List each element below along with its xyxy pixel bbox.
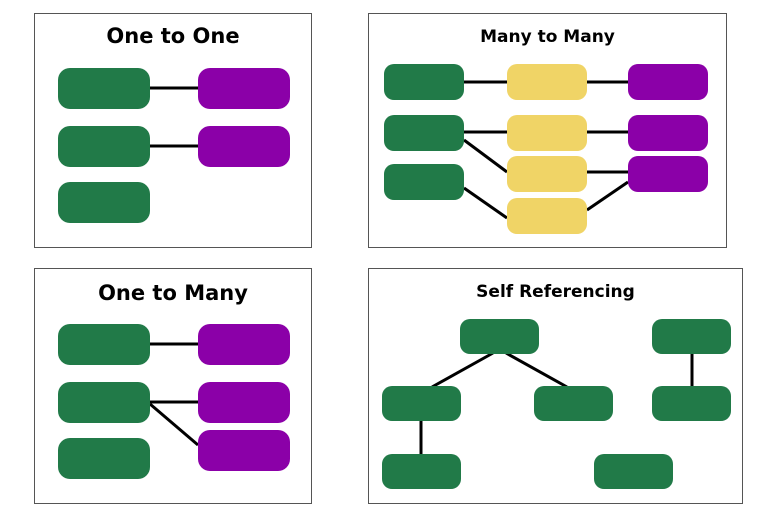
entity-box-b xyxy=(198,126,290,167)
entity-box-a xyxy=(652,386,731,421)
entity-box-b xyxy=(628,156,708,192)
entity-box-a xyxy=(58,68,150,109)
entity-box-b xyxy=(628,115,708,151)
link-line xyxy=(463,186,508,220)
entity-box-a xyxy=(652,319,731,354)
panel-title-self-referencing: Self Referencing xyxy=(476,282,635,302)
link-line xyxy=(431,351,494,389)
link-line xyxy=(149,402,199,447)
entity-box-a xyxy=(382,454,461,489)
entity-box-a xyxy=(594,454,673,489)
entity-box-a xyxy=(58,126,150,167)
join-box xyxy=(507,156,587,192)
panel-title-many-to-many: Many to Many xyxy=(480,27,615,47)
entity-box-b xyxy=(198,324,290,365)
entity-box-b xyxy=(198,68,290,109)
join-box xyxy=(507,64,587,100)
entity-box-b xyxy=(628,64,708,100)
entity-box-b xyxy=(198,430,290,471)
panel-title-one-to-many: One to Many xyxy=(98,281,248,305)
entity-box-a xyxy=(58,324,150,365)
entity-box-a xyxy=(58,438,150,479)
entity-box-a xyxy=(58,382,150,423)
entity-box-a xyxy=(460,319,539,354)
join-box xyxy=(507,198,587,234)
link-line xyxy=(586,180,629,212)
entity-box-a xyxy=(534,386,613,421)
entity-box-a xyxy=(382,386,461,421)
entity-box-b xyxy=(198,382,290,423)
entity-box-a xyxy=(384,115,464,151)
entity-box-a xyxy=(384,64,464,100)
entity-box-a xyxy=(384,164,464,200)
link-line xyxy=(463,138,508,174)
join-box xyxy=(507,115,587,151)
entity-box-a xyxy=(58,182,150,223)
panel-title-one-to-one: One to One xyxy=(106,24,240,48)
link-line xyxy=(505,351,568,389)
